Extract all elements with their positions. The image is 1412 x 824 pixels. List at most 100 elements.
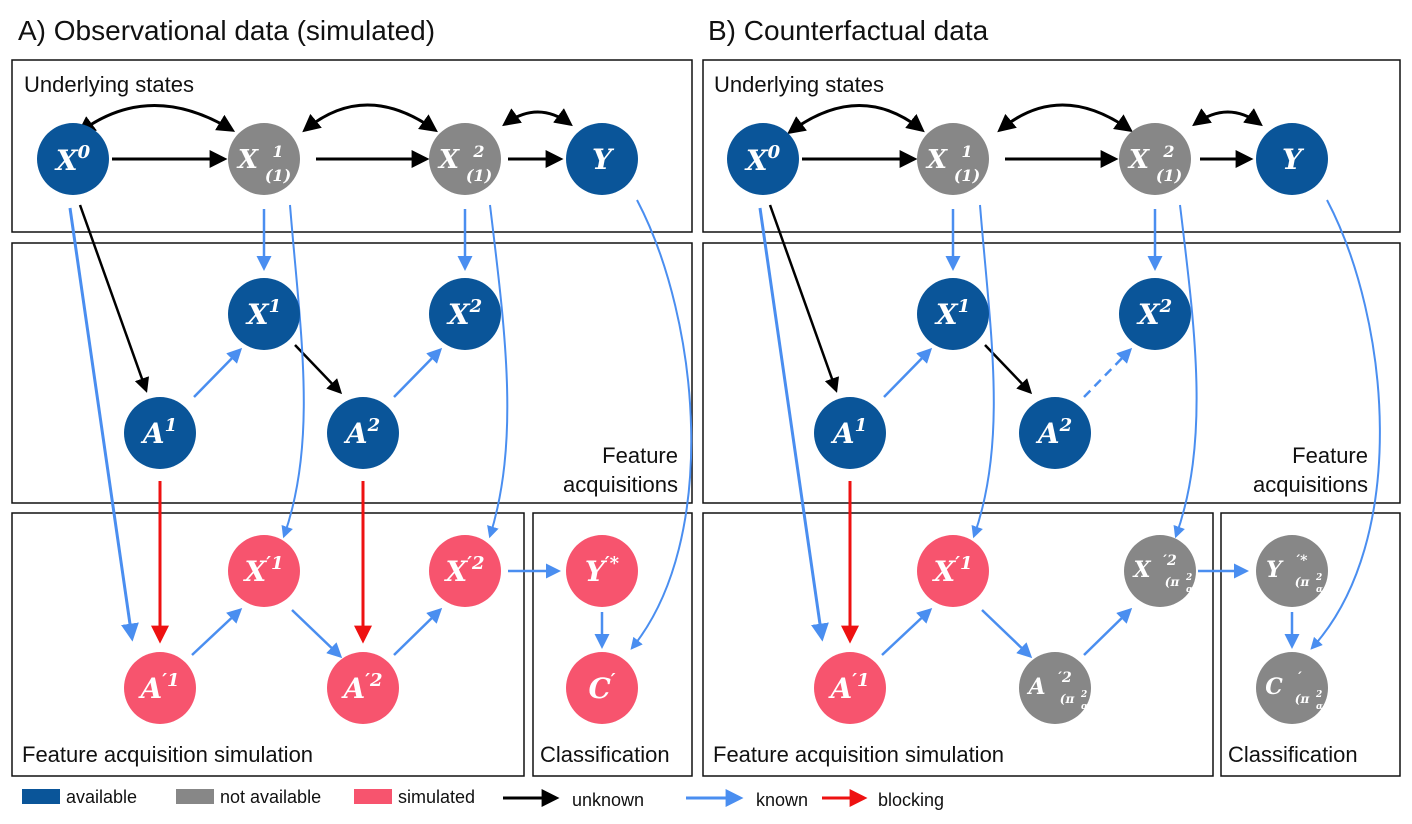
underlying-states-box — [11, 59, 693, 233]
legend-label-available: available — [66, 787, 137, 807]
arrow-x0-a1 — [768, 204, 840, 393]
svg-text:Y: Y — [1282, 143, 1305, 176]
svg-text:2: 2 — [1185, 573, 1192, 583]
arrow-a2-x2obs — [393, 347, 443, 398]
svg-text:(1): (1) — [265, 166, 291, 185]
node-a2-counterfactual: A ′2 (π 2 α — [1019, 652, 1091, 724]
classification-box — [532, 512, 693, 777]
classification-box — [1220, 512, 1401, 777]
node-x1-simulated: X′1 — [917, 535, 989, 607]
node-x0: X0 — [727, 123, 799, 195]
legend-swatch-simulated — [354, 789, 392, 804]
svg-text:X: X — [925, 145, 949, 175]
simulation-label: Feature acquisition simulation — [22, 742, 313, 767]
panel-title: A) Observational data (simulated) — [18, 15, 435, 46]
underlying-states-label: Underlying states — [714, 72, 884, 97]
svg-text:X: X — [1127, 145, 1151, 175]
node-x2-counterfactual: X ′2 (π 2 α — [1124, 535, 1196, 607]
svg-text:′*: ′* — [1296, 553, 1308, 569]
arrow-a2-x2obs-dashed — [1083, 347, 1133, 398]
legend-label-unknown: unknown — [572, 790, 644, 810]
svg-text:α: α — [1081, 702, 1088, 712]
arrow-x1-x1sim — [281, 204, 305, 539]
feature-acquisitions-box — [11, 242, 693, 504]
node-a2: A2 — [1019, 397, 1091, 469]
simulation-box — [11, 512, 525, 777]
arrow-x0-a1sim — [758, 207, 829, 642]
node-y-simulated: Y′* — [566, 535, 638, 607]
svg-text:X2: X2 — [446, 296, 482, 331]
node-a1: A1 — [124, 397, 196, 469]
svg-text:α: α — [1316, 702, 1323, 712]
node-x1-latent: X 1 (1) — [917, 123, 989, 195]
svg-text:(1): (1) — [954, 166, 980, 185]
svg-text:2: 2 — [472, 142, 484, 161]
legend-swatch-available — [22, 789, 60, 804]
svg-text:X0: X0 — [744, 142, 781, 177]
arrow-a2cf-x2cf — [1083, 607, 1133, 656]
legend-label-blocking: blocking — [878, 790, 944, 810]
node-x1-simulated: X′1 — [228, 535, 300, 607]
node-a1-simulated: A′1 — [124, 652, 196, 724]
svg-text:α: α — [1316, 585, 1323, 595]
svg-text:A: A — [1026, 674, 1045, 700]
svg-text:′2: ′2 — [1163, 553, 1177, 569]
node-c: C′ — [566, 652, 638, 724]
node-x1-observed: X1 — [228, 278, 300, 350]
node-c-counterfactual: C ′ (π 2 α — [1256, 652, 1328, 724]
classification-label: Classification — [1228, 742, 1358, 767]
feature-acquisitions-box — [702, 242, 1401, 504]
arrow-x2-x2sim — [487, 204, 509, 539]
feature-label-line1: Feature — [1292, 443, 1368, 468]
svg-text:(1): (1) — [466, 166, 492, 185]
node-y-counterfactual: Y ′* (π 2 α — [1256, 535, 1328, 607]
legend-label-known: known — [756, 790, 808, 810]
simulation-label: Feature acquisition simulation — [713, 742, 1004, 767]
legend-swatch-not-available — [176, 789, 214, 804]
svg-text:2: 2 — [1162, 142, 1174, 161]
underlying-states-box — [702, 59, 1401, 233]
svg-text:X: X — [236, 145, 260, 175]
arrow-a1-x1obs — [883, 347, 933, 398]
arc-x2-y — [1192, 108, 1263, 127]
node-x2-observed: X2 — [429, 278, 501, 350]
arc-x0-x1 — [77, 104, 236, 135]
arrow-x1sim-a2cf — [981, 609, 1033, 659]
svg-text:′: ′ — [1298, 670, 1302, 686]
arrow-a1sim-x1sim — [881, 607, 933, 656]
underlying-states-label: Underlying states — [24, 72, 194, 97]
arrow-x1sim-a2sim — [291, 609, 343, 659]
node-a2: A2 — [327, 397, 399, 469]
arrow-x0-a1sim — [68, 207, 139, 642]
legend-label-not-available: not available — [220, 787, 321, 807]
svg-text:1: 1 — [961, 142, 972, 161]
svg-text:′2: ′2 — [1058, 670, 1072, 686]
svg-text:X1: X1 — [934, 296, 970, 331]
node-x2-observed: X2 — [1119, 278, 1191, 350]
panel-title: B) Counterfactual data — [708, 15, 989, 46]
svg-text:Y: Y — [592, 143, 615, 176]
feature-label-line2: acquisitions — [1253, 472, 1368, 497]
classification-label: Classification — [540, 742, 670, 767]
svg-text:(1): (1) — [1156, 166, 1182, 185]
arrow-a1sim-x1sim — [191, 607, 243, 656]
feature-label-line2: acquisitions — [563, 472, 678, 497]
svg-text:1: 1 — [272, 142, 283, 161]
arrow-x2-x2sim — [1173, 204, 1198, 539]
arrow-x1-x1sim — [971, 204, 995, 539]
node-x2-simulated: X′2 — [429, 535, 501, 607]
svg-text:X: X — [437, 145, 461, 175]
svg-text:2: 2 — [1315, 573, 1322, 583]
arc-x1-x2 — [997, 103, 1133, 133]
node-x1-observed: X1 — [917, 278, 989, 350]
feature-label-line1: Feature — [602, 443, 678, 468]
arrow-a2sim-x2sim — [393, 607, 443, 656]
node-a1-simulated: A′1 — [814, 652, 886, 724]
svg-text:C: C — [1265, 674, 1283, 700]
svg-text:Y: Y — [1266, 557, 1284, 583]
arrow-y-c — [1310, 199, 1381, 650]
arrow-a1-x1obs — [193, 347, 243, 398]
arrow-x0-a1 — [78, 204, 150, 393]
arc-x2-y — [502, 108, 573, 127]
